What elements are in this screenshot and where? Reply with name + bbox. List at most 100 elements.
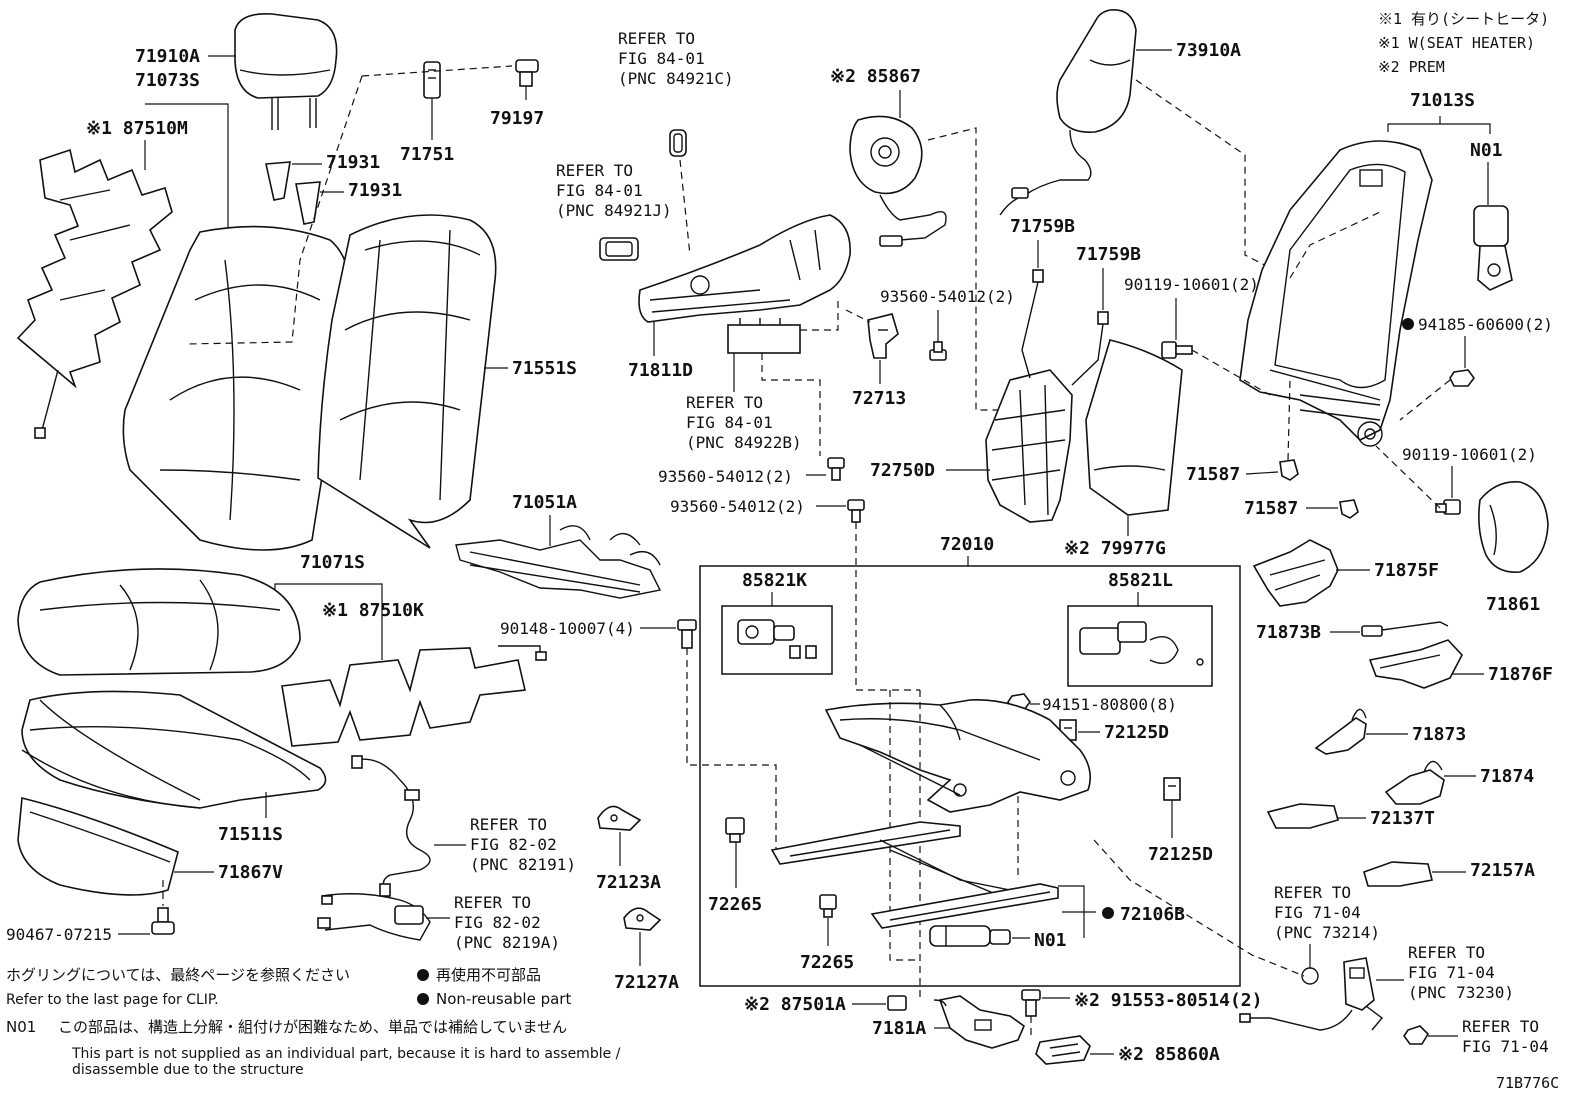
label-71873: 71873: [1412, 724, 1466, 745]
motor-85821K-box: [721, 605, 833, 675]
label-79197: 79197: [490, 108, 544, 129]
label-71910A: 71910A: [135, 46, 200, 67]
clip-72265-a-drawing: [725, 817, 745, 843]
note-nonreuse-jp: 再使用不可部品: [436, 966, 541, 984]
ref-73230-line3: (PNC 73230): [1408, 983, 1514, 1002]
cushion-spring-drawing: [455, 525, 662, 599]
label-71587-a: 71587: [1186, 464, 1240, 485]
label-72127A: 72127A: [614, 972, 679, 993]
motor-N01-drawing: [929, 925, 1011, 947]
label-N01-motor: N01: [1034, 930, 1067, 951]
bolt-refer-71-04-drawing: [1403, 1025, 1430, 1045]
label-72137T: 72137T: [1370, 808, 1435, 829]
ref-71-04-line1: REFER TO: [1462, 1017, 1539, 1036]
legend: ※1 有り(シートヒータ) ※1 W(SEAT HEATER) ※2 PREM: [1378, 10, 1549, 76]
label-71071S: 71071S: [300, 552, 365, 573]
seat-adjuster-box: [699, 565, 1241, 987]
note-n01-en-2: disassemble due to the structure: [72, 1062, 304, 1078]
label-93560-54012-a: 93560-54012(2): [658, 467, 793, 486]
clip-71759B-drawing: [1032, 269, 1109, 325]
label-71759B-a: 71759B: [1010, 216, 1075, 237]
footnotes: ホグリングについては、最終ページを参照ください 再使用不可部品 Refer to…: [6, 966, 621, 1078]
label-71931-a: 71931: [326, 152, 380, 173]
bolt-79197-drawing: [515, 59, 539, 87]
cushion-wire-harness-drawing: [351, 755, 431, 897]
non-reusable-mark-72106B: [1102, 907, 1114, 919]
label-71759B-b: 71759B: [1076, 244, 1141, 265]
bolt-91553-drawing: [1021, 989, 1041, 1017]
seatback-frame-drawing: [1239, 140, 1433, 447]
label-72010: 72010: [940, 534, 994, 555]
label-72123A: 72123A: [596, 872, 661, 893]
switch-7181A-drawing: [933, 995, 1025, 1049]
part-72123A-drawing: [597, 805, 642, 831]
label-71811D: 71811D: [628, 360, 693, 381]
seat-rail-lower-drawing: [870, 883, 1059, 929]
ref-73214-line2: FIG 71-04: [1274, 903, 1361, 922]
seat-belt-buckle-drawing: [1239, 957, 1384, 1031]
ref-84921J-line2: FIG 84-01: [556, 181, 643, 200]
bolt-90148-drawing: [677, 619, 697, 649]
seatback-board-drawing: [1085, 339, 1183, 516]
label-72713: 72713: [852, 388, 906, 409]
legend-line-3: ※2 PREM: [1378, 58, 1445, 76]
ref-82191-line3: (PNC 82191): [470, 855, 576, 874]
headrest-guide-drawing: [265, 161, 321, 225]
ref-84922B-line3: (PNC 84922B): [686, 433, 802, 452]
bolt-90119-a-drawing: [1161, 341, 1193, 359]
motor-85821K-drawing: [737, 619, 817, 659]
note-n01-en-1: This part is not supplied as an individu…: [71, 1046, 621, 1062]
label-72125D-a: 72125D: [1104, 722, 1169, 743]
ref-73214-line1: REFER TO: [1274, 883, 1351, 902]
label-93560-54012-c: 93560-54012(2): [880, 287, 1015, 306]
headrest-drawing: [234, 13, 338, 130]
clip-72125D-b-drawing: [1163, 777, 1181, 801]
label-72750D: 72750D: [870, 460, 935, 481]
non-reusable-mark-legend-jp: [417, 969, 429, 981]
label-N01-recliner: N01: [1470, 140, 1503, 161]
ref-73230-line2: FIG 71-04: [1408, 963, 1495, 982]
recliner-cover-drawing: [1478, 481, 1549, 573]
ref-8219A-line2: FIG 82-02: [454, 913, 541, 932]
note-n01-jp: この部品は、構造上分解・組付けが困難なため、単品では補給していません: [58, 1018, 567, 1036]
seat-cushion-pad-drawing: [17, 568, 301, 676]
label-90148-10007: 90148-10007(4): [500, 619, 635, 638]
switch-85860A-drawing: [1035, 1035, 1091, 1065]
note-nonreuse-en: Non-reusable part: [436, 990, 571, 1008]
label-71587-b: 71587: [1244, 498, 1298, 519]
clip-71587-b-drawing: [1339, 499, 1359, 519]
bolt-90119-b-drawing: [1435, 499, 1461, 515]
label-94151-80800: 94151-80800(8): [1042, 695, 1177, 714]
label-85821K: 85821K: [742, 570, 807, 591]
rod-71873B-drawing: [1361, 621, 1449, 637]
label-72125D-b: 72125D: [1148, 844, 1213, 865]
ref-82191-line2: FIG 82-02: [470, 835, 557, 854]
figure-id: 71B776C: [1496, 1074, 1559, 1092]
label-85821L: 85821L: [1108, 570, 1173, 591]
label-72265-b: 72265: [800, 952, 854, 973]
ref-73214-line3: (PNC 73214): [1274, 923, 1380, 942]
ref-84921C-line3: (PNC 84921C): [618, 69, 734, 88]
label-71051A: 71051A: [512, 492, 577, 513]
clip-71587-a-drawing: [1279, 459, 1299, 481]
note-clip-jp: ホグリングについては、最終ページを参照ください: [6, 966, 350, 984]
seat-adjuster-frame-drawing: [824, 699, 1091, 813]
ref-84921C-line1: REFER TO: [618, 29, 695, 48]
label-87510K: ※1 87510K: [322, 600, 424, 621]
label-73910A: 73910A: [1176, 40, 1241, 61]
screw-93560-c-drawing: [929, 341, 947, 361]
part-72137T-drawing: [1266, 803, 1339, 829]
clip-71751-drawing: [423, 61, 441, 99]
shield-bracket-drawing: [727, 318, 801, 354]
ref-84921C-line2: FIG 84-01: [618, 49, 705, 68]
label-71551S: 71551S: [512, 358, 577, 379]
ref-84921J-line1: REFER TO: [556, 161, 633, 180]
label-72265-a: 72265: [708, 894, 762, 915]
part-71876F-drawing: [1368, 639, 1463, 689]
bracket-72713-drawing: [867, 313, 899, 359]
note-n01-key: N01: [6, 1018, 36, 1036]
screw-93560-a-drawing: [827, 457, 845, 481]
seat-rail-upper-drawing: [770, 821, 961, 865]
